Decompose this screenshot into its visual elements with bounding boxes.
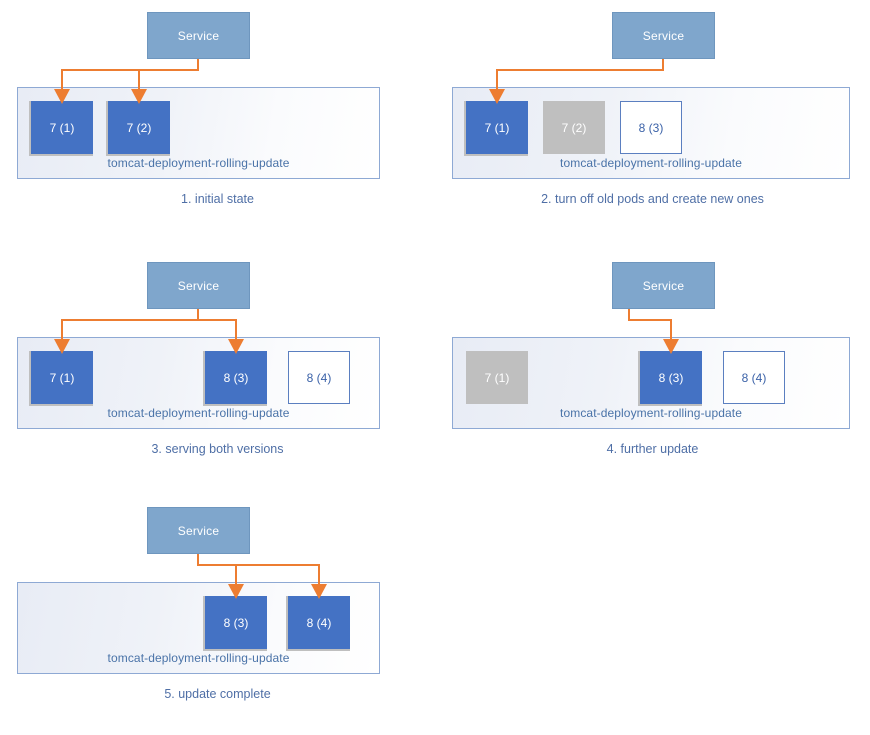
pod-8-4[interactable]: 8 (4) [723,351,785,404]
pod-7-1[interactable]: 7 (1) [466,351,528,404]
panel-serving-both-versions: Service tomcat-deployment-rolling-update… [0,250,435,490]
panel-caption: 2. turn off old pods and create new ones [541,192,764,206]
pod-7-1[interactable]: 7 (1) [31,351,93,404]
service-box[interactable]: Service [147,507,250,554]
pod-7-1[interactable]: 7 (1) [31,101,93,154]
pod-8-3[interactable]: 8 (3) [205,351,267,404]
panel-caption: 1. initial state [181,192,254,206]
deployment-label: tomcat-deployment-rolling-update [107,651,290,665]
pod-8-4[interactable]: 8 (4) [288,596,350,649]
deployment-label: tomcat-deployment-rolling-update [560,406,742,420]
panel-caption: 5. update complete [164,687,271,701]
service-box[interactable]: Service [147,12,250,59]
pod-8-3[interactable]: 8 (3) [640,351,702,404]
pod-7-2[interactable]: 7 (2) [108,101,170,154]
panel-update-complete: Service tomcat-deployment-rolling-update… [0,495,435,735]
service-box[interactable]: Service [612,262,715,309]
service-box[interactable]: Service [147,262,250,309]
rolling-update-diagram: Service tomcat-deployment-rolling-update… [0,0,870,701]
panel-further-update: Service tomcat-deployment-rolling-update… [435,250,870,490]
panel-caption: 3. serving both versions [151,442,284,456]
panel-caption: 4. further update [606,442,699,456]
deployment-label: tomcat-deployment-rolling-update [560,156,742,170]
pod-7-1[interactable]: 7 (1) [466,101,528,154]
pod-7-2[interactable]: 7 (2) [543,101,605,154]
service-box[interactable]: Service [612,12,715,59]
pod-8-3[interactable]: 8 (3) [205,596,267,649]
panel-turn-off-old-pods: Service tomcat-deployment-rolling-update… [435,0,870,240]
deployment-label: tomcat-deployment-rolling-update [107,156,290,170]
deployment-label: tomcat-deployment-rolling-update [107,406,290,420]
pod-8-3[interactable]: 8 (3) [620,101,682,154]
panel-initial-state: Service tomcat-deployment-rolling-update… [0,0,435,240]
pod-8-4[interactable]: 8 (4) [288,351,350,404]
